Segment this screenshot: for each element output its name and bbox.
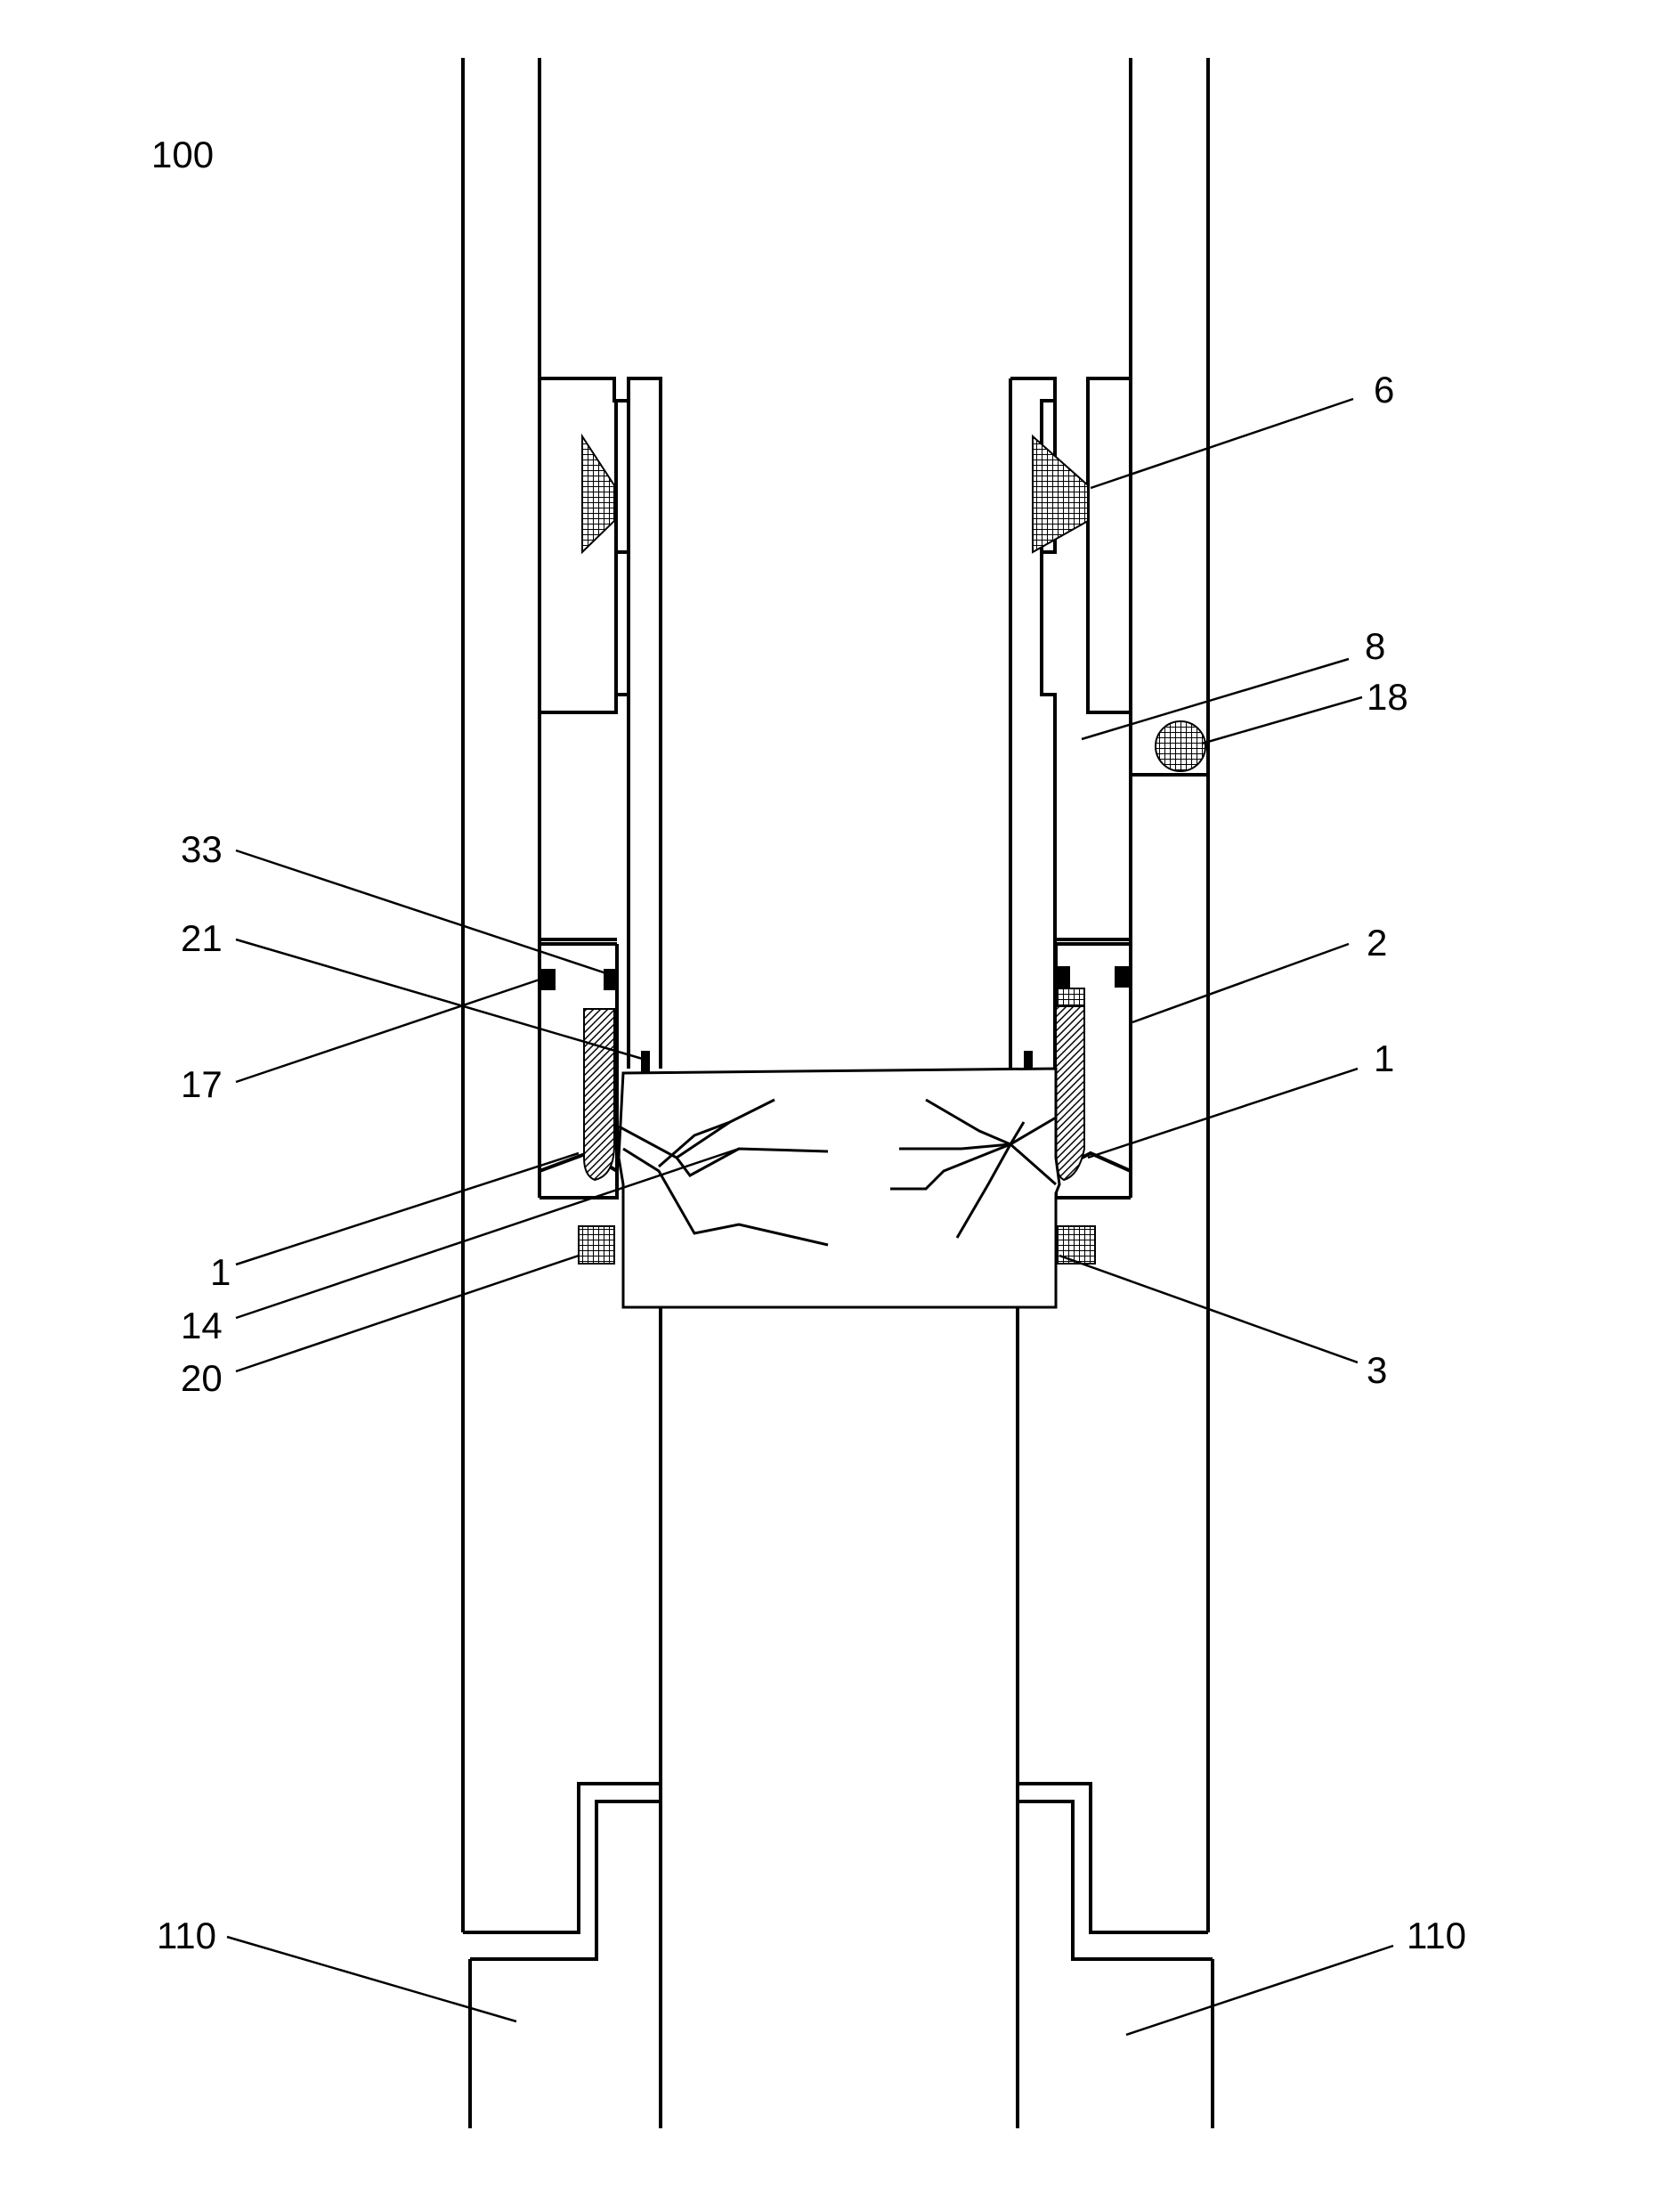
ref-17: 17 — [181, 1063, 223, 1105]
ref-18: 18 — [1367, 676, 1408, 718]
slip-right — [1056, 988, 1084, 1180]
ref-20: 20 — [181, 1357, 223, 1399]
ref-21: 21 — [181, 917, 223, 959]
ref-1-left: 1 — [210, 1251, 231, 1293]
packer-element-right — [1033, 436, 1088, 552]
ref-14: 14 — [181, 1305, 223, 1346]
ref-6: 6 — [1374, 369, 1394, 411]
slip-left — [584, 1009, 614, 1180]
ref-3: 3 — [1367, 1349, 1387, 1391]
ref-1-right: 1 — [1374, 1037, 1394, 1079]
lower-ring-left — [579, 1226, 614, 1264]
ref-33: 33 — [181, 828, 223, 870]
figure-label: 100 — [151, 134, 214, 175]
ref-110-left: 110 — [157, 1915, 216, 1956]
ref-8: 8 — [1365, 625, 1385, 667]
ref-2: 2 — [1367, 922, 1387, 964]
lower-casing-joint — [463, 1784, 1213, 2128]
packer-element-left — [582, 436, 614, 552]
port-element-18 — [1156, 721, 1205, 771]
frangible-barrier — [619, 1069, 1059, 1307]
ref-110-right: 110 — [1407, 1915, 1466, 1956]
